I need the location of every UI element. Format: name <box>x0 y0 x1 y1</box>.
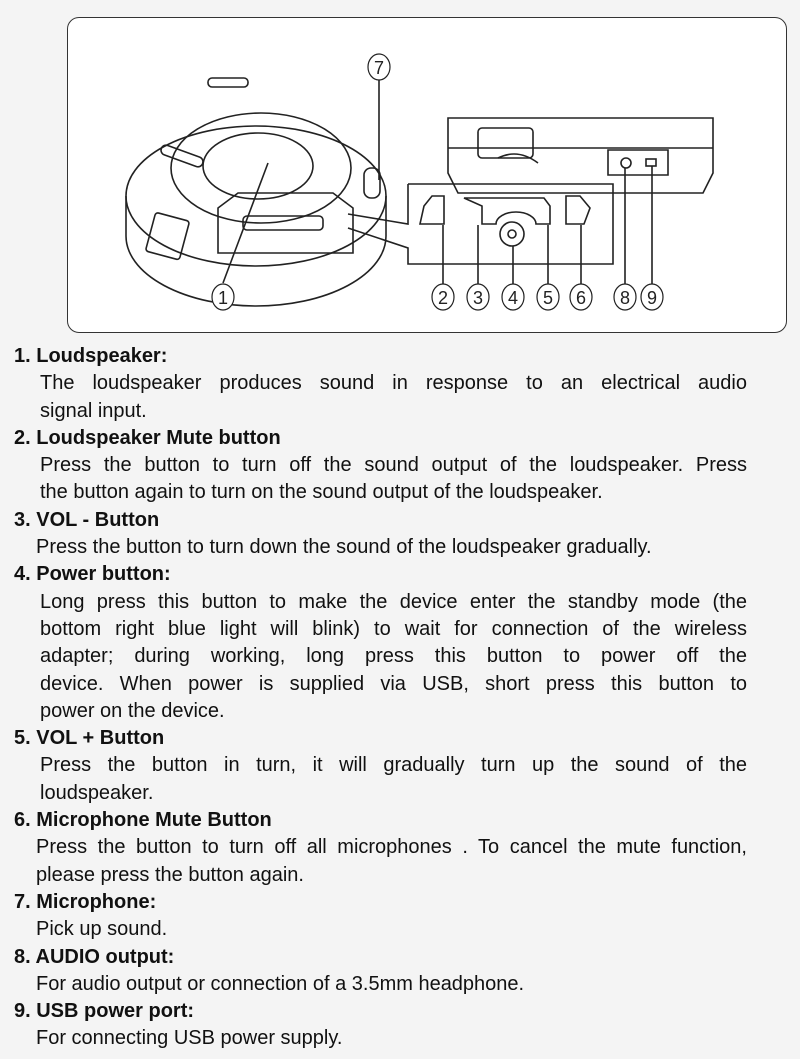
item-description-line: Press the button in turn, it will gradua… <box>40 754 747 777</box>
callout-8: 8 <box>620 288 630 308</box>
callout-5-circle <box>536 283 560 311</box>
callout-4-circle <box>501 283 525 311</box>
callout-9-circle <box>640 283 664 311</box>
callout-9: 9 <box>647 288 657 308</box>
callout-8-circle <box>613 283 637 311</box>
item-heading: 2. Loudspeaker Mute button <box>14 426 281 449</box>
item-heading: 3. VOL - Button <box>14 508 160 531</box>
item-description-line: The loudspeaker produces sound in respon… <box>40 372 747 395</box>
item-description-line: Long press this button to make the devic… <box>40 590 747 613</box>
callout-3-circle <box>466 283 490 311</box>
device-diagram: 1 2 3 4 5 6 7 8 9 <box>67 17 787 333</box>
item-description-line: For audio output or connection of a 3.5m… <box>36 972 525 995</box>
item-description-line: Press the button to turn down the sound … <box>36 536 652 559</box>
callout-4: 4 <box>508 288 518 308</box>
item-description-line: power on the device. <box>40 699 225 722</box>
item-heading: 4. Power button: <box>14 563 171 586</box>
callout-7-circle <box>367 53 391 81</box>
callout-6: 6 <box>576 288 586 308</box>
item-description-line: please press the button again. <box>36 863 304 886</box>
item-description-line: device. When power is supplied via USB, … <box>40 672 747 695</box>
item-description-line: signal input. <box>40 399 147 422</box>
callout-2-circle <box>431 283 455 311</box>
callout-3: 3 <box>473 288 483 308</box>
item-description-line: Press the button to turn off all microph… <box>36 836 747 859</box>
item-description-line: the button again to turn on the sound ou… <box>40 481 603 504</box>
item-description-line: For connecting USB power supply. <box>36 1027 343 1050</box>
item-description-line: loudspeaker. <box>40 781 154 804</box>
item-description-line: bottom right blue light will blink) to w… <box>40 617 747 640</box>
callout-1-circle <box>211 283 235 311</box>
item-heading: 1. Loudspeaker: <box>14 345 168 367</box>
item-description-line: adapter; during working, long press this… <box>40 645 747 668</box>
item-heading: 6. Microphone Mute Button <box>14 809 272 832</box>
item-heading: 7. Microphone: <box>14 890 157 913</box>
item-description-line: Press the button to turn off the sound o… <box>40 454 747 477</box>
callout-2: 2 <box>438 288 448 308</box>
device-illustration: 1 2 3 4 5 6 7 8 9 <box>125 53 714 311</box>
callout-5: 5 <box>543 288 553 308</box>
item-heading: 8. AUDIO output: <box>14 945 175 968</box>
callout-7: 7 <box>374 58 384 78</box>
callout-1: 1 <box>218 288 228 308</box>
feature-list: 1. Loudspeaker: The loudspeaker produces … <box>0 343 800 1053</box>
item-heading: 5. VOL + Button <box>14 727 165 750</box>
callout-6-circle <box>569 283 593 311</box>
item-description-line: Pick up sound. <box>36 918 168 941</box>
item-heading: 9. USB power port: <box>14 1000 195 1023</box>
